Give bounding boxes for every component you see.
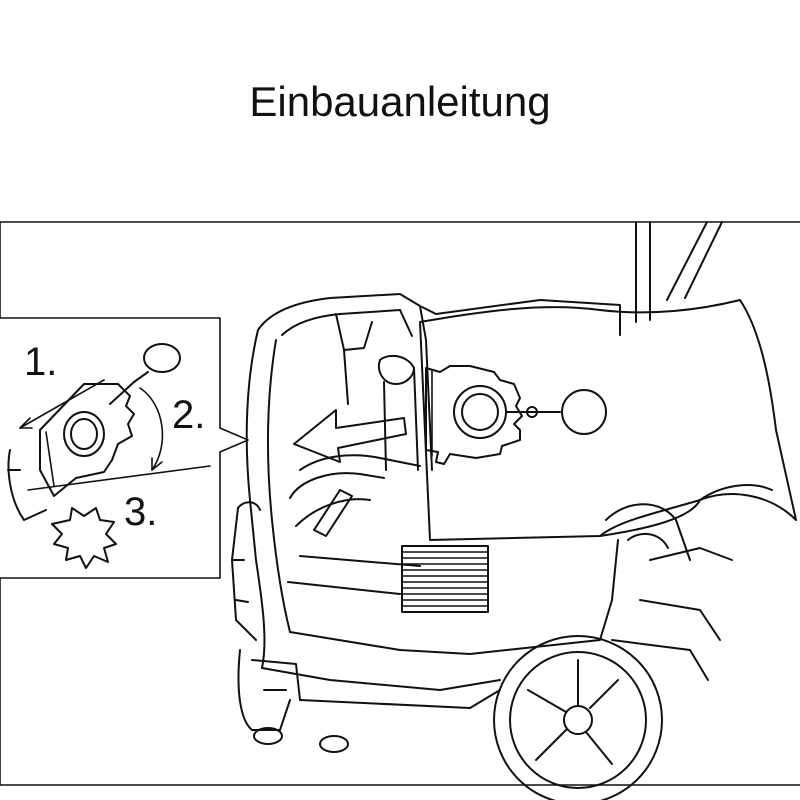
vent-grille: [402, 546, 488, 612]
rear-wheel: [494, 636, 662, 800]
lid-cover: [420, 300, 796, 540]
page-title: Einbauanleitung: [249, 78, 551, 125]
vacuum-cleaner-illustration: [232, 222, 796, 800]
burst-icon: [52, 508, 116, 568]
inset-panel: [0, 318, 248, 578]
step-1-label: 1.: [24, 340, 58, 384]
step-3-label: 3.: [124, 490, 158, 534]
arrow-icon: [294, 410, 406, 462]
dust-bag-icon: [426, 366, 606, 464]
step-2-label: 2.: [172, 393, 206, 437]
diagram-frame: [0, 222, 800, 785]
inset-dust-bag-icon: [40, 344, 180, 496]
